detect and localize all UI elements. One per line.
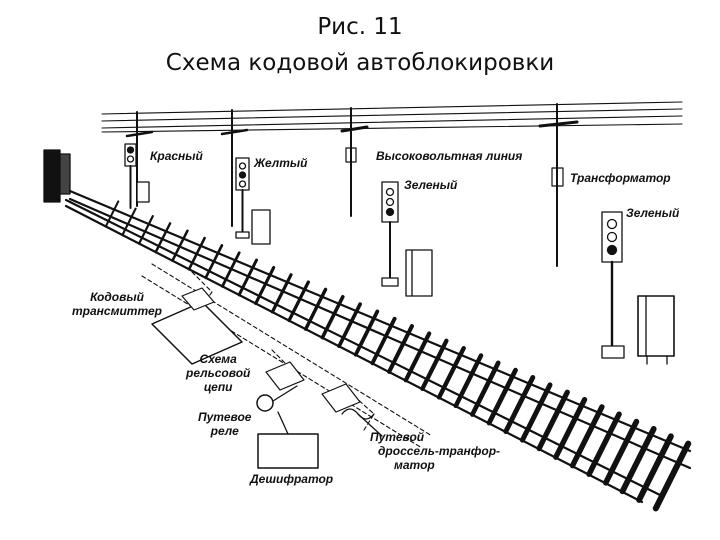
label-decoder: Дешифратор [250,472,334,486]
autoblock-diagram: Красный Желтый Высоковольтная линия Тран… [42,96,692,514]
sleeper [503,375,536,434]
label-track-relay-line2: реле [210,424,239,438]
sleeper [154,222,172,254]
label-code-transmitter: Кодовый трансмиттер [72,290,162,318]
decoder-box [257,411,319,469]
sleeper [619,425,657,495]
label-choke-line3: матор [394,458,435,472]
label-track-circuit: Схема рельсовой цепи [186,352,250,394]
label-track-circuit-line1: Схема [199,352,237,366]
sleeper [586,411,622,477]
signal-red [124,143,150,209]
track-relay [256,385,298,412]
sleeper [553,396,588,460]
sleeper [436,345,466,400]
label-transformer: Трансформатор [570,171,671,185]
sleeper [420,338,449,391]
sleeper [220,251,241,288]
sleeper [486,367,518,426]
sleeper [237,258,258,297]
sleeper [104,200,120,228]
sleeper [652,440,692,512]
sleeper [602,418,640,486]
label-choke: Путевой дроссель-транфор- матор [370,430,500,472]
line-poles [125,103,579,267]
label-hv-line: Высоковольтная линия [376,149,523,163]
sleeper [569,404,605,469]
sleeper [519,382,553,443]
label-track-relay: Путевое реле [198,410,251,438]
sleeper [353,309,380,357]
signal-yellow [235,157,271,245]
signal-green-1 [381,181,433,297]
sleeper [171,229,189,263]
sleeper [370,316,397,366]
sleeper [536,389,570,452]
sleeper [287,280,310,323]
sleeper [320,295,345,340]
sleeper [187,236,206,271]
label-choke-line2: дроссель-транфор- [378,444,501,458]
page-title: Рис. 11 [317,14,403,40]
sleeper [403,331,432,383]
sleeper [303,287,328,331]
label-track-circuit-line3: цепи [203,380,233,394]
label-code-transmitter-line1: Кодовый [90,290,144,304]
sleeper [121,207,137,237]
choke-transformer [341,408,383,437]
label-choke-line1: Путевой [370,430,425,444]
sleeper [337,302,362,349]
label-green-2: Зеленый [626,206,680,220]
label-yellow: Желтый [254,156,308,170]
label-code-transmitter-line2: трансмиттер [72,304,162,318]
sleepers [104,200,692,512]
sleeper [254,265,276,306]
sleeper [387,324,414,374]
high-voltage-line [101,101,683,133]
label-green-1: Зеленый [404,178,458,192]
signal-green-2 [601,211,675,365]
sleeper [137,214,154,245]
label-track-relay-line1: Путевое [198,410,252,424]
sleeper [636,433,674,503]
page-subtitle: Схема кодовой автоблокировки [165,50,555,76]
label-red: Красный [150,149,203,163]
sleeper [270,273,293,314]
sleeper [453,353,484,409]
code-transmitter-box [151,301,243,365]
sleeper [204,244,224,280]
track-circuit-boxes [181,287,361,413]
label-track-circuit-line2: рельсовой [186,366,251,380]
sleeper [470,360,501,417]
tunnel-block [43,149,71,203]
